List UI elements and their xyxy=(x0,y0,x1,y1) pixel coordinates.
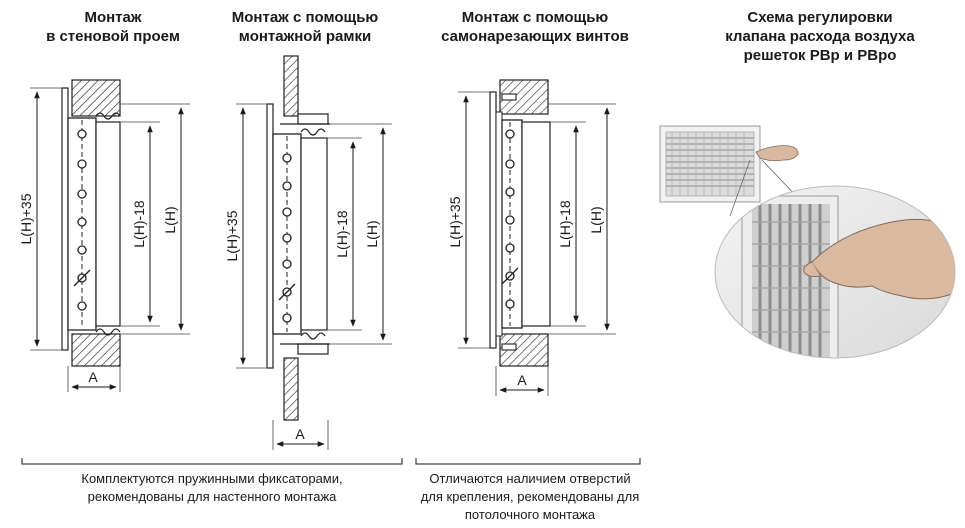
mounting-frame-top xyxy=(297,113,329,125)
caption-right-line-3: потолочного монтажа xyxy=(464,507,596,522)
diagram-frame-mount: L(H)+35 L(H)-18 L(H) A xyxy=(224,55,392,450)
bracket-left xyxy=(21,458,403,465)
dim-width-1: A xyxy=(88,369,98,385)
dim-width-3: A xyxy=(517,372,527,388)
title-screw-mount-line-2: самонарезающих винтов xyxy=(441,28,629,45)
spring-clip-top xyxy=(300,128,326,136)
bracket-right xyxy=(415,458,641,465)
caption-left: Комплектуются пружинными фиксаторами, ре… xyxy=(22,470,402,506)
title-screw-mount-line-1: Монтаж с помощью xyxy=(461,9,609,26)
wall-section-top xyxy=(71,79,121,117)
zoom-detail xyxy=(715,186,955,358)
caption-right: Отличаются наличием отверстий для крепле… xyxy=(410,470,650,524)
diagram-wall-mount: L(H)+35 L(H)-18 L(H) A xyxy=(18,79,190,392)
dim-outer-height-1: L(H)+35 xyxy=(18,193,34,244)
title-adjustment-scheme-line-2: клапана расхода воздуха xyxy=(725,28,915,45)
hand-large-icon xyxy=(811,218,955,300)
adjustment-photo xyxy=(659,125,956,359)
spring-clip-bottom xyxy=(95,328,121,336)
title-adjustment-scheme: Схема регулировки клапана расхода воздух… xyxy=(690,8,950,65)
diagram-screw-mount: L(H)+35 L(H)-18 L(H) A xyxy=(447,79,616,396)
title-adjustment-scheme-line-3: решеток РВр и РВро xyxy=(743,47,897,64)
mounting-frame-bottom xyxy=(297,343,329,355)
wall-section-bottom xyxy=(71,333,121,367)
dim-nominal-height-3: L(H) xyxy=(588,206,604,233)
hand-small-icon xyxy=(755,145,799,162)
title-frame-mount-line-1: Монтаж с помощью xyxy=(231,9,379,26)
dim-inner-height-3: L(H)-18 xyxy=(557,200,573,248)
title-adjustment-scheme-line-1: Схема регулировки xyxy=(747,9,893,26)
dim-nominal-height-2: L(H) xyxy=(364,220,380,247)
title-wall-mount: Монтаж в стеновой проем xyxy=(28,8,198,46)
spring-clip-top xyxy=(95,112,121,120)
caption-left-line-1: Комплектуются пружинными фиксаторами, xyxy=(81,471,343,486)
dim-width-2: A xyxy=(295,426,305,442)
screw-top xyxy=(501,93,517,101)
wall-section-top xyxy=(283,55,299,117)
dim-inner-height-1: L(H)-18 xyxy=(131,200,147,248)
caption-right-line-1: Отличаются наличием отверстий xyxy=(429,471,631,486)
caption-right-line-2: для крепления, рекомендованы для xyxy=(420,489,640,504)
dim-outer-height-2: L(H)+35 xyxy=(224,210,240,261)
dim-outer-height-3: L(H)+35 xyxy=(447,196,463,247)
wall-section-bottom xyxy=(283,357,299,421)
spring-clip-bottom xyxy=(300,332,326,340)
title-screw-mount: Монтаж с помощью самонарезающих винтов xyxy=(420,8,650,46)
screw-bottom xyxy=(501,343,517,351)
title-frame-mount-line-2: монтажной рамки xyxy=(238,28,372,45)
dim-inner-height-2: L(H)-18 xyxy=(334,210,350,258)
title-wall-mount-line-2: в стеновой проем xyxy=(46,28,180,45)
caption-left-line-2: рекомендованы для настенного монтажа xyxy=(87,489,337,504)
title-wall-mount-line-1: Монтаж xyxy=(84,9,142,26)
title-frame-mount: Монтаж с помощью монтажной рамки xyxy=(210,8,400,46)
dim-nominal-height-1: L(H) xyxy=(162,206,178,233)
